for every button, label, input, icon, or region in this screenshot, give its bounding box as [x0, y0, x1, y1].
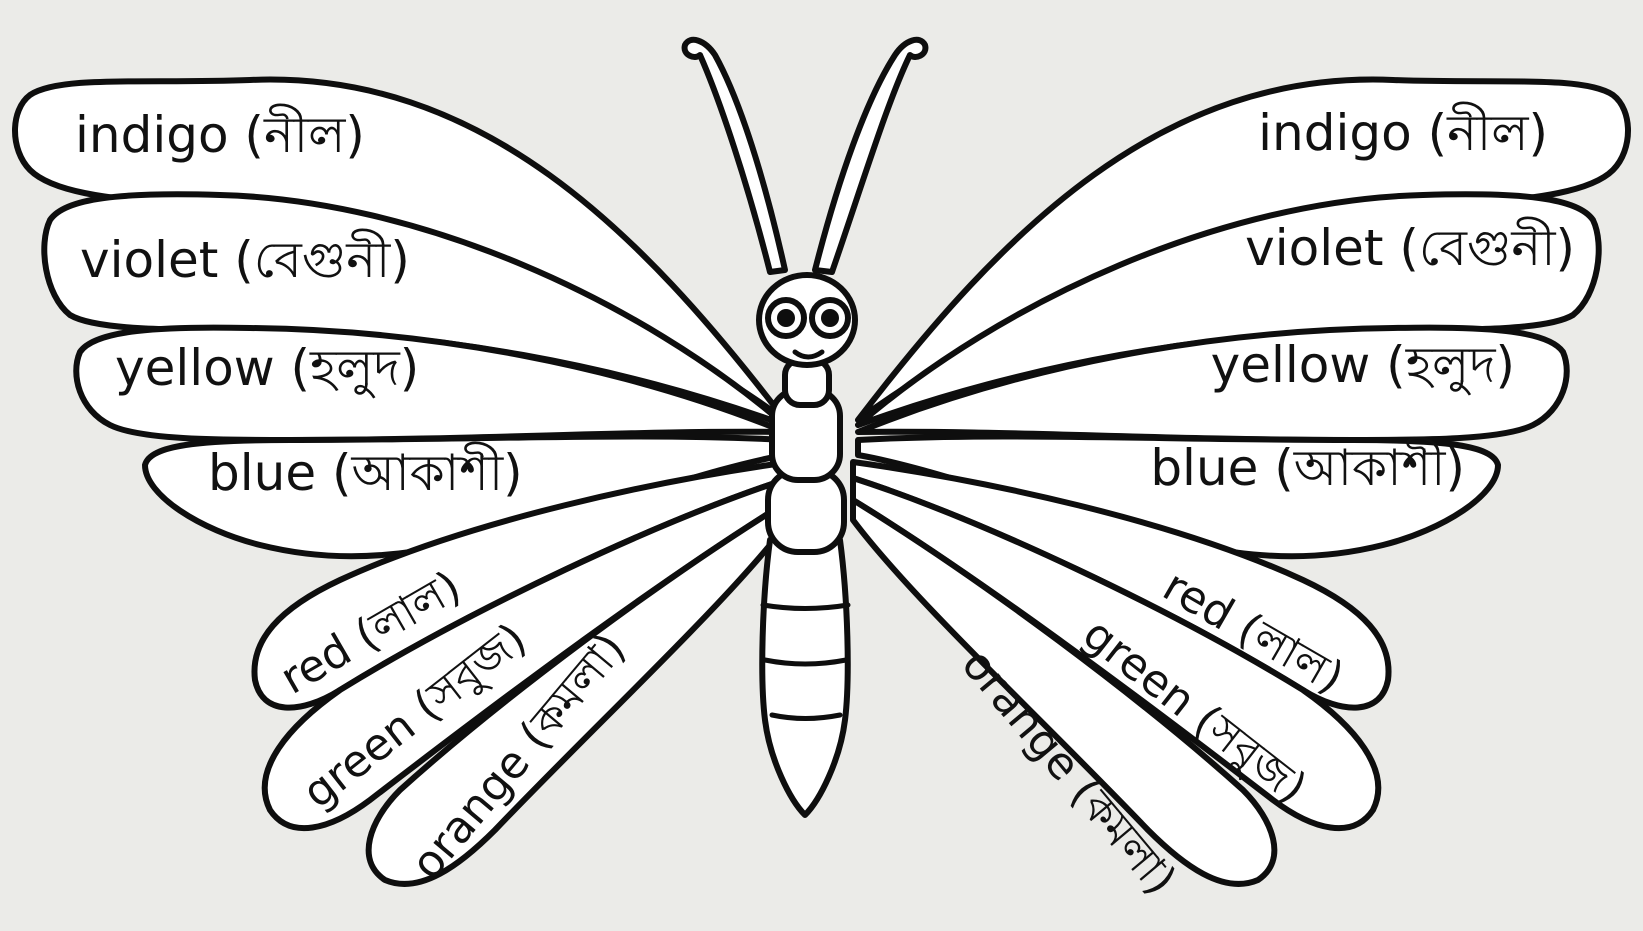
right-label-blue: blue (আকাশী) — [1150, 436, 1465, 497]
right-antenna — [815, 40, 925, 272]
left-antenna — [685, 40, 785, 272]
right-label-yellow: yellow (হলুদ) — [1211, 336, 1515, 395]
antennae — [685, 40, 926, 272]
left-label-yellow: yellow (হলুদ) — [115, 339, 419, 398]
right-label-indigo: indigo (নীল) — [1258, 101, 1548, 162]
left-label-blue: blue (আকাশী) — [208, 441, 523, 502]
abdomen — [762, 540, 847, 815]
butterfly-body — [759, 275, 855, 815]
left-label-violet: violet (বেগুনী) — [80, 228, 410, 289]
left-label-indigo: indigo (নীল) — [75, 103, 365, 164]
right-label-violet: violet (বেগুনী) — [1245, 216, 1575, 277]
